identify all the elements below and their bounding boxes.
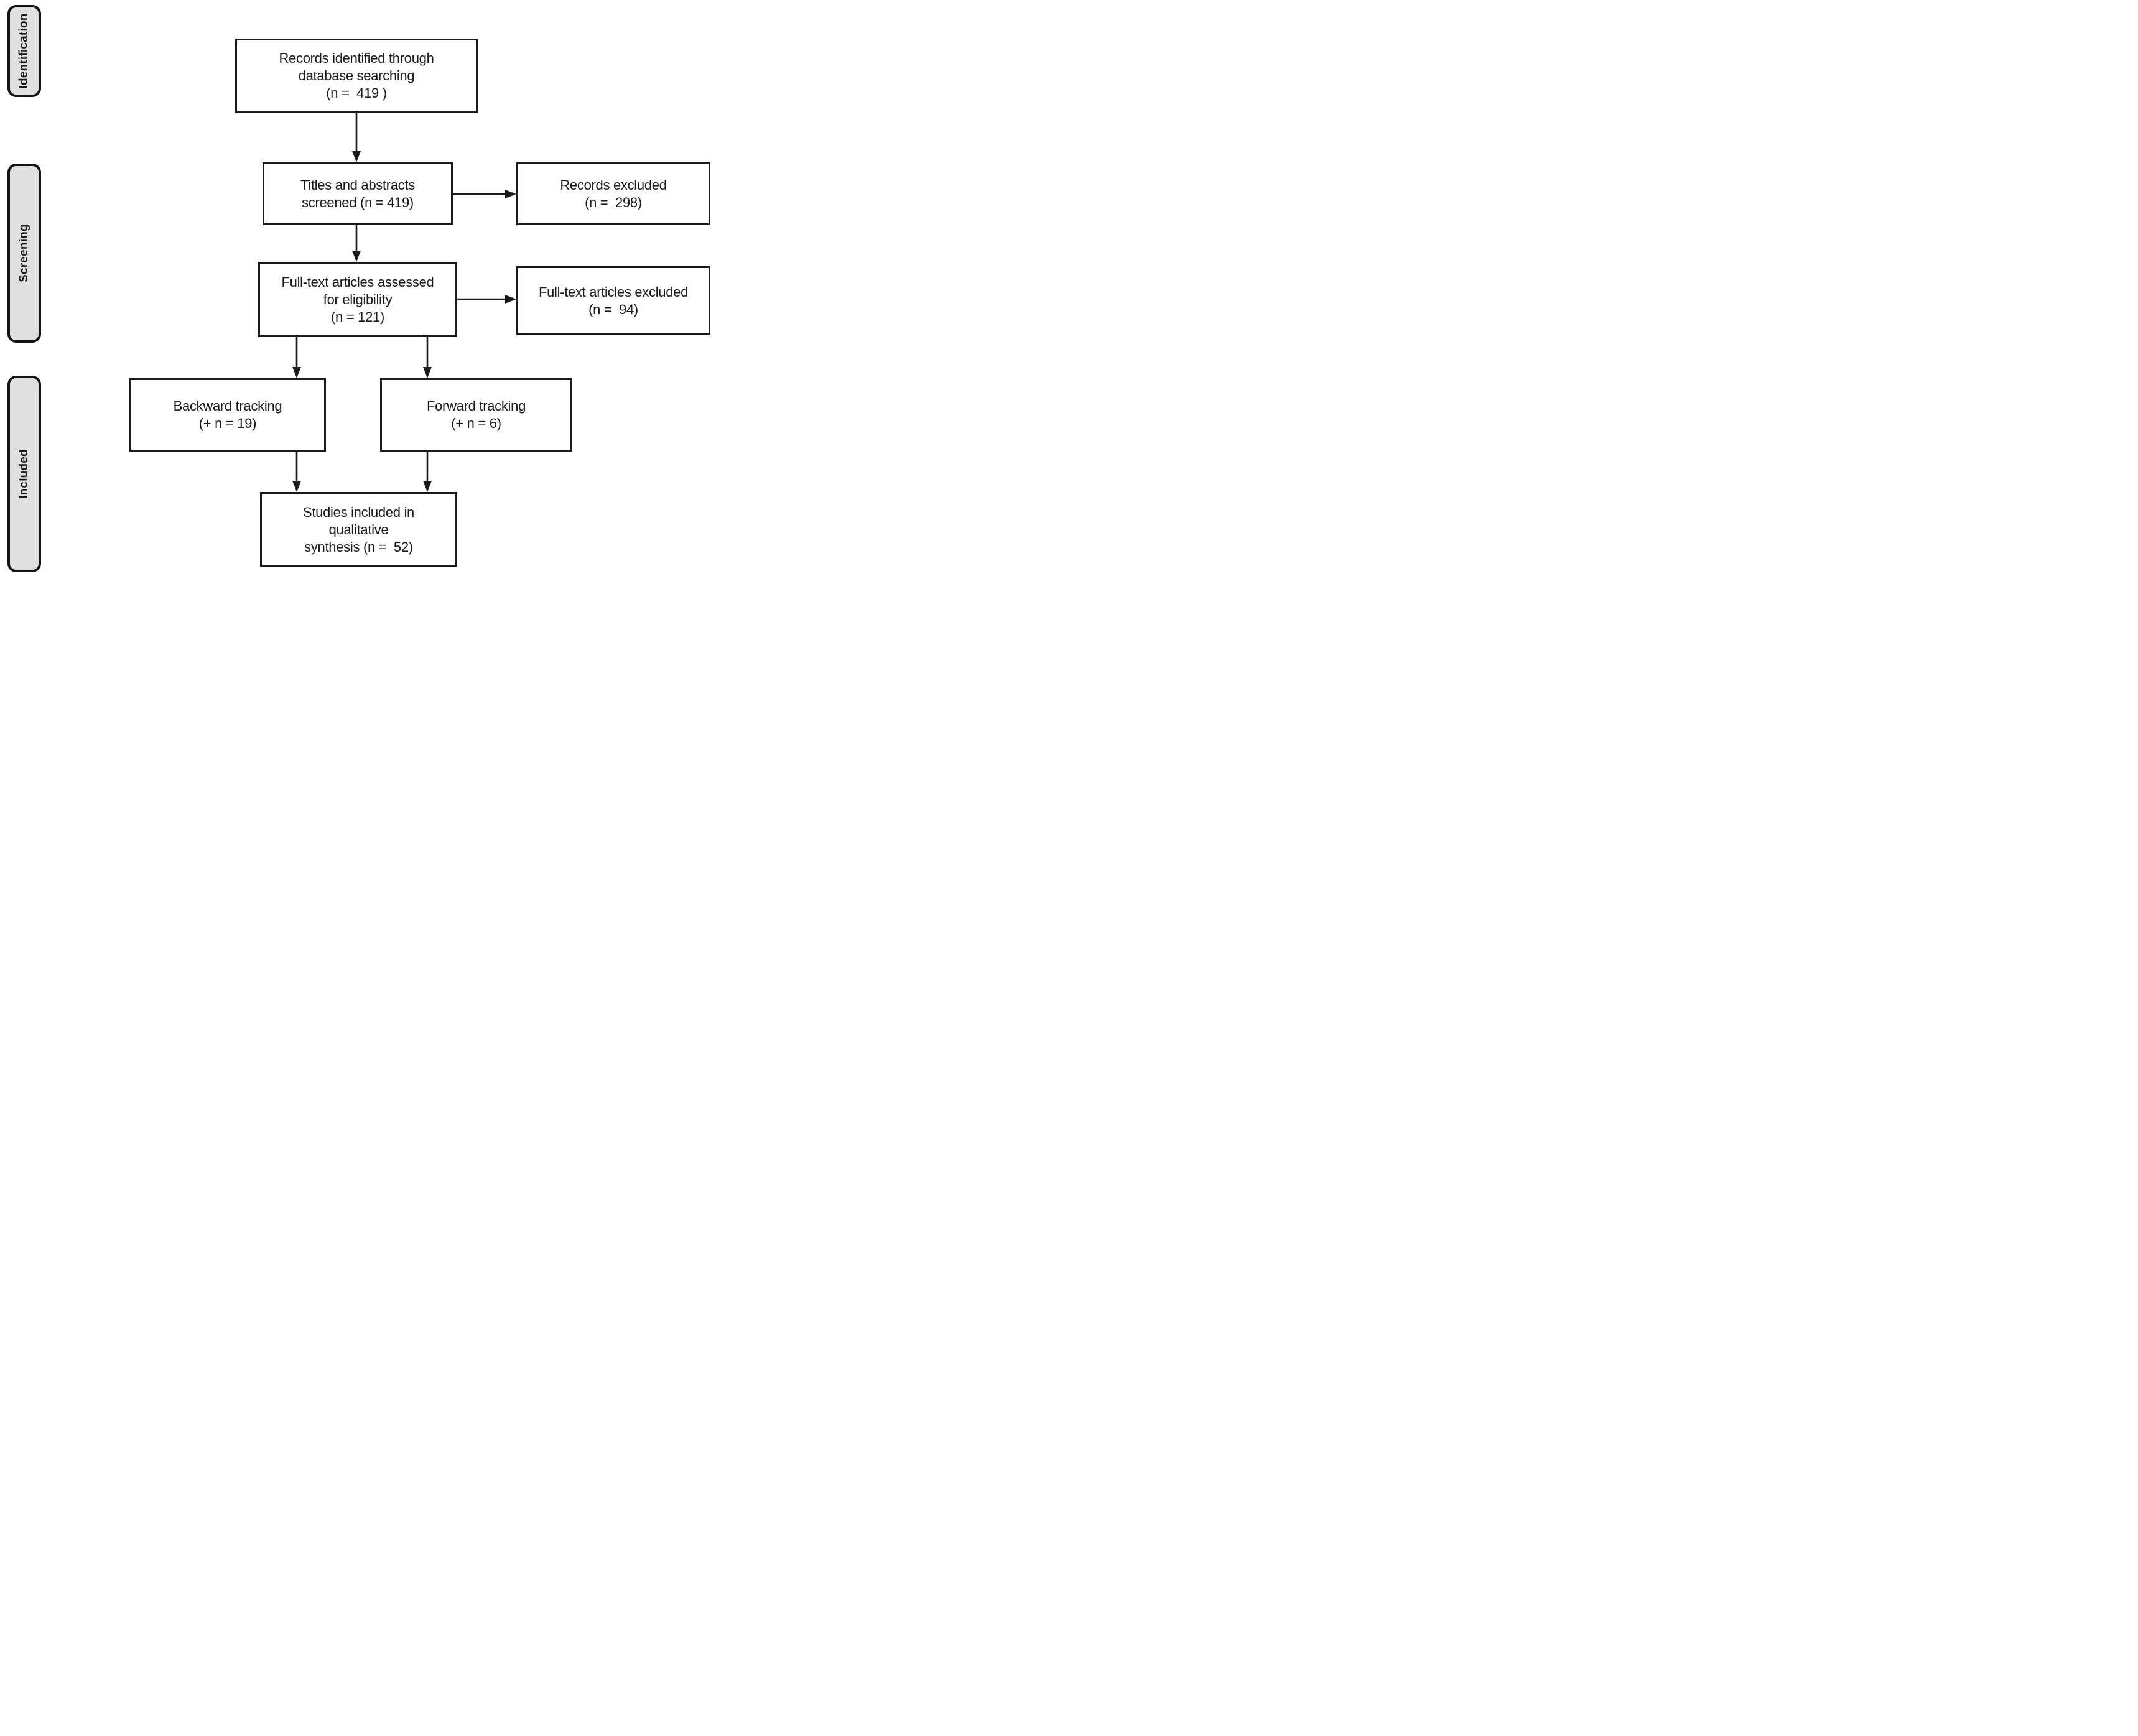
flow-box-studies-included: Studies included in qualitative synthesi…	[260, 492, 457, 567]
arrow-forward-to-studies-head-icon	[423, 481, 432, 492]
arrow-backward-to-studies-head-icon	[292, 481, 301, 492]
arrow-assessed-to-forward-head-icon	[423, 367, 432, 378]
arrow-screened-to-excluded-head-icon	[505, 190, 516, 198]
arrow-assessed-to-ftexcluded-head-icon	[505, 295, 516, 304]
flow-box-forward-tracking: Forward tracking (+ n = 6)	[380, 378, 572, 452]
flow-box-records-identified: Records identified through database sear…	[235, 39, 478, 113]
stage-label-screening-text: Screening	[17, 224, 31, 282]
flow-box-fulltext-excluded-text: Full-text articles excluded (n = 94)	[538, 284, 689, 317]
flow-box-titles-screened-text: Titles and abstracts screened (n = 419)	[300, 177, 415, 210]
stage-label-screening: Screening	[7, 164, 41, 343]
flow-box-backward-tracking: Backward tracking (+ n = 19)	[129, 378, 326, 452]
arrow-identified-to-screened-head-icon	[352, 151, 361, 162]
flow-box-records-identified-text: Records identified through database sear…	[279, 50, 434, 101]
stage-label-included: Included	[7, 376, 41, 572]
arrow-assessed-to-backward-head-icon	[292, 367, 301, 378]
flow-box-forward-tracking-text: Forward tracking (+ n = 6)	[426, 398, 526, 431]
arrow-screened-to-assessed-head-icon	[352, 251, 361, 262]
stage-label-identification-text: Identification	[17, 13, 30, 89]
stage-label-identification: Identification	[7, 5, 41, 97]
flow-box-records-excluded: Records excluded (n = 298)	[516, 162, 710, 225]
flow-box-fulltext-assessed-text: Full-text articles assessed for eligibil…	[281, 274, 434, 325]
flow-box-fulltext-assessed: Full-text articles assessed for eligibil…	[258, 262, 457, 337]
flow-box-titles-screened: Titles and abstracts screened (n = 419)	[263, 162, 453, 225]
stage-label-included-text: Included	[17, 449, 30, 499]
flow-box-backward-tracking-text: Backward tracking (+ n = 19)	[173, 398, 282, 431]
flow-box-studies-included-text: Studies included in qualitative synthesi…	[303, 504, 414, 555]
flow-box-fulltext-excluded: Full-text articles excluded (n = 94)	[516, 266, 710, 335]
flow-box-records-excluded-text: Records excluded (n = 298)	[560, 177, 667, 210]
flow-canvas: Identification Screening Included Record…	[0, 0, 713, 578]
